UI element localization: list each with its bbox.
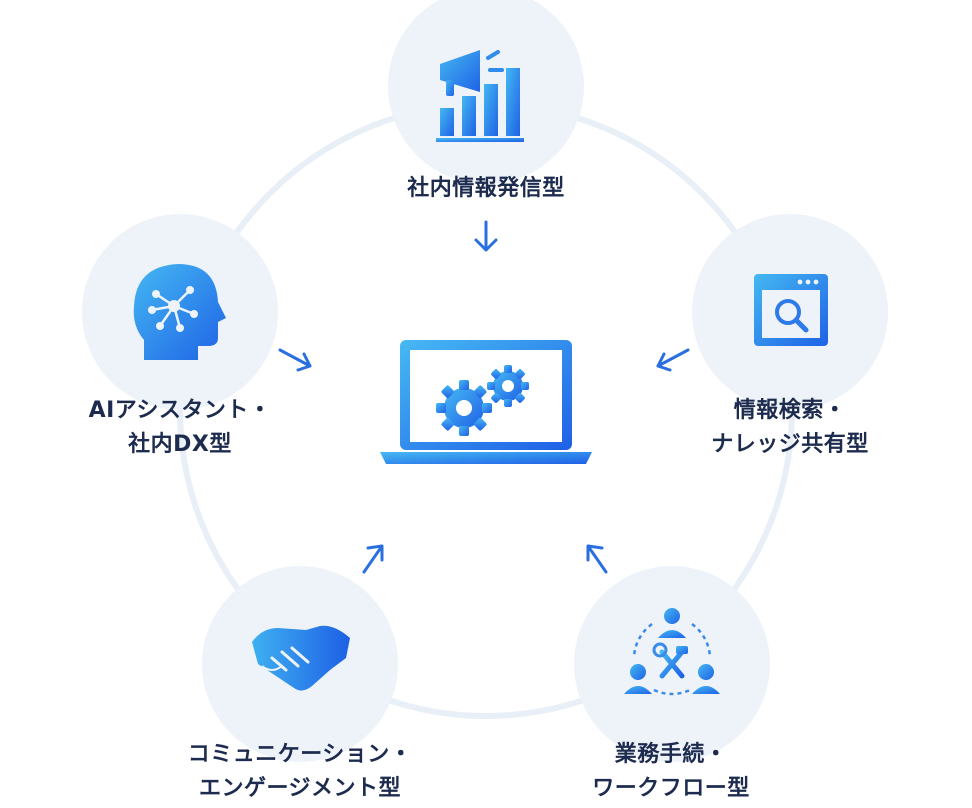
label-line: AIアシスタント・ [88, 398, 272, 423]
label-engagement: コミュニケーション・ エンゲージメント型 [150, 738, 450, 806]
arrow-left-icon [656, 348, 690, 372]
laptop-gears-icon [380, 340, 592, 464]
node-engagement [202, 566, 398, 762]
arrow-up-left-icon [586, 544, 608, 574]
node-internal-communication [388, 0, 584, 184]
arrow-right-icon [278, 348, 312, 372]
label-line: ナレッジ共有型 [711, 432, 869, 457]
megaphone-chart-icon [436, 50, 524, 142]
label-line: 業務手続・ [614, 742, 728, 767]
label-line: エンゲージメント型 [198, 776, 402, 801]
label-internal-communication: 社内情報発信型 [386, 172, 586, 206]
node-knowledge-sharing [692, 214, 888, 410]
label-ai-assistant: AIアシスタント・ 社内DX型 [60, 394, 300, 462]
browser-search-icon [754, 274, 828, 346]
arrow-up-right-icon [362, 544, 384, 574]
node-ai-assistant [82, 214, 278, 410]
ai-head-icon [133, 264, 226, 360]
label-line: 情報検索・ [733, 398, 847, 423]
label-line: 社内DX型 [128, 432, 232, 457]
label-knowledge-sharing: 情報検索・ ナレッジ共有型 [680, 394, 900, 462]
arrow-down-icon [474, 220, 498, 252]
handshake-icon [252, 625, 350, 691]
label-line: コミュニケーション・ [187, 742, 413, 767]
label-workflow: 業務手続・ ワークフロー型 [566, 738, 776, 806]
label-line: ワークフロー型 [592, 776, 750, 801]
node-workflow [574, 566, 770, 762]
team-tools-icon [624, 608, 720, 696]
label-line: 社内情報発信型 [407, 176, 565, 201]
